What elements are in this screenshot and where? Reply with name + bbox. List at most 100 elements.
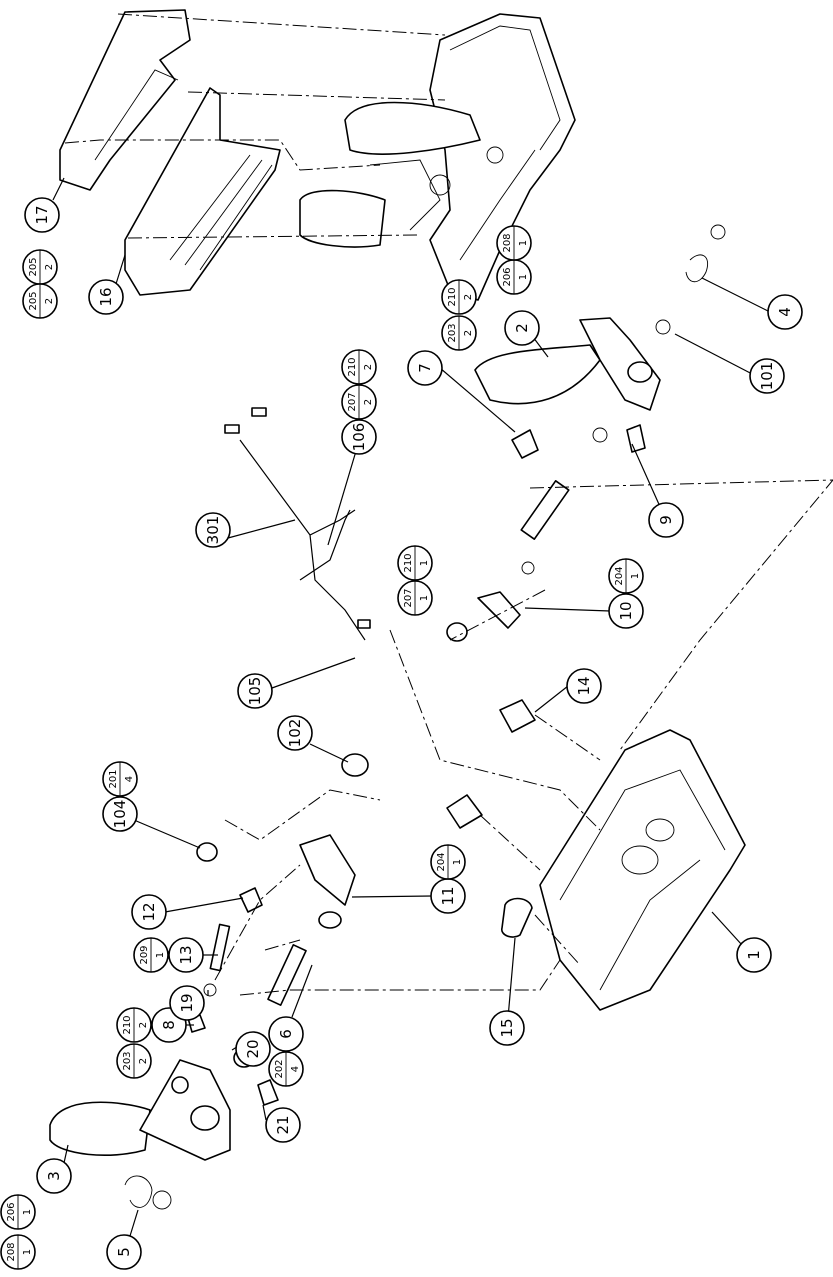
svg-text:203: 203 <box>122 1051 133 1070</box>
svg-text:1: 1 <box>22 1249 33 1255</box>
svg-text:2: 2 <box>44 298 55 304</box>
callout-105: 105 <box>237 673 273 709</box>
svg-text:210: 210 <box>347 357 358 376</box>
svg-text:2: 2 <box>44 264 55 270</box>
svg-text:207: 207 <box>403 588 414 607</box>
svg-text:4: 4 <box>124 776 135 782</box>
svg-text:1: 1 <box>419 560 430 566</box>
callout-104: 104 <box>102 796 138 832</box>
svg-text:102: 102 <box>286 719 304 748</box>
svg-text:2: 2 <box>138 1022 149 1028</box>
svg-text:7: 7 <box>416 363 434 373</box>
svg-text:106: 106 <box>350 423 368 452</box>
fraction-badge: 203 2 <box>441 315 477 351</box>
callout-301: 301 <box>195 512 231 548</box>
fraction-badge: 210 2 <box>341 349 377 385</box>
svg-text:14: 14 <box>575 676 593 695</box>
svg-text:1: 1 <box>745 950 763 960</box>
svg-text:205: 205 <box>28 291 39 310</box>
fraction-badge: 206 1 <box>496 259 532 295</box>
svg-text:10: 10 <box>617 601 635 620</box>
svg-text:16: 16 <box>97 287 115 306</box>
pedal-3-subassembly <box>49 753 369 1210</box>
svg-text:2: 2 <box>363 364 374 370</box>
svg-text:3: 3 <box>45 1171 63 1181</box>
svg-text:206: 206 <box>6 1202 17 1221</box>
svg-text:210: 210 <box>122 1015 133 1034</box>
svg-text:209: 209 <box>139 945 150 964</box>
base-plate-1 <box>446 699 746 1011</box>
svg-text:201: 201 <box>108 769 119 788</box>
pedal-assembly-top <box>59 9 576 301</box>
callout-4: 4 <box>767 294 803 330</box>
svg-text:2: 2 <box>513 323 531 333</box>
svg-text:2: 2 <box>463 330 474 336</box>
svg-text:207: 207 <box>347 392 358 411</box>
svg-text:11: 11 <box>439 886 457 905</box>
svg-text:208: 208 <box>502 233 513 252</box>
svg-text:202: 202 <box>274 1059 285 1078</box>
svg-text:105: 105 <box>246 677 264 706</box>
callout-102: 102 <box>277 715 313 751</box>
svg-text:4: 4 <box>776 307 794 317</box>
svg-text:20: 20 <box>244 1039 262 1058</box>
fraction-badge: 207 2 <box>341 384 377 420</box>
svg-text:2: 2 <box>463 294 474 300</box>
fraction-badge: 205 2 <box>22 283 58 319</box>
fraction-badges: 205 2 205 2 203 2 210 2 206 1 208 <box>0 225 644 1270</box>
callout-7: 7 <box>407 350 443 386</box>
callout-6: 6 <box>268 1016 304 1052</box>
svg-text:2: 2 <box>363 399 374 405</box>
callout-14: 14 <box>566 668 602 704</box>
svg-text:205: 205 <box>28 257 39 276</box>
fraction-badge: 202 4 <box>268 1051 304 1087</box>
svg-text:17: 17 <box>33 205 51 224</box>
svg-text:5: 5 <box>115 1247 133 1257</box>
svg-text:4: 4 <box>290 1066 301 1072</box>
svg-text:210: 210 <box>447 287 458 306</box>
callout-5: 5 <box>106 1234 142 1270</box>
svg-text:1: 1 <box>155 952 166 958</box>
svg-text:1: 1 <box>419 595 430 601</box>
fraction-badge: 210 2 <box>441 279 477 315</box>
callout-1: 1 <box>736 937 772 973</box>
callout-10: 10 <box>608 593 644 629</box>
fraction-badge: 203 2 <box>116 1043 152 1079</box>
svg-text:9: 9 <box>657 515 675 525</box>
svg-text:206: 206 <box>502 267 513 286</box>
wire-harness <box>224 407 371 641</box>
callout-21: 21 <box>265 1107 301 1143</box>
assembly-lines <box>64 13 833 996</box>
svg-text:15: 15 <box>498 1018 516 1037</box>
svg-text:101: 101 <box>758 362 776 391</box>
callout-19: 19 <box>169 985 205 1021</box>
callout-17: 17 <box>24 197 60 233</box>
callout-2: 2 <box>504 310 540 346</box>
fraction-badge: 207 1 <box>397 580 433 616</box>
fraction-badge: 204 1 <box>608 558 644 594</box>
fraction-badge: 206 1 <box>0 1194 36 1230</box>
svg-text:104: 104 <box>111 800 129 829</box>
callout-13: 13 <box>168 937 204 973</box>
svg-text:6: 6 <box>277 1029 295 1039</box>
svg-text:21: 21 <box>274 1115 292 1134</box>
callout-15: 15 <box>489 1010 525 1046</box>
svg-text:208: 208 <box>6 1242 17 1261</box>
svg-text:1: 1 <box>630 573 641 579</box>
svg-text:8: 8 <box>160 1020 178 1030</box>
svg-text:301: 301 <box>204 516 222 545</box>
svg-text:2: 2 <box>138 1058 149 1064</box>
callout-3: 3 <box>36 1158 72 1194</box>
fraction-badge: 208 1 <box>0 1234 36 1270</box>
fraction-badge: 209 1 <box>133 937 169 973</box>
pedal-2-subassembly <box>446 224 726 642</box>
callouts: 1 2 3 4 5 6 7 8 9 10 11 12 13 14 15 16 1… <box>24 197 803 1270</box>
svg-text:1: 1 <box>518 274 529 280</box>
fraction-badge: 201 4 <box>102 761 138 797</box>
fraction-badge: 205 2 <box>22 249 58 285</box>
svg-text:203: 203 <box>447 323 458 342</box>
fraction-badge: 204 1 <box>430 844 466 880</box>
svg-text:12: 12 <box>140 902 158 921</box>
svg-text:204: 204 <box>436 852 447 871</box>
